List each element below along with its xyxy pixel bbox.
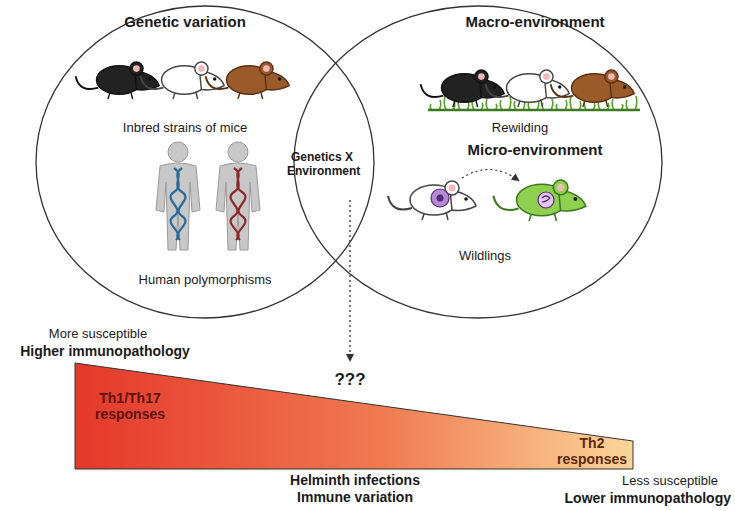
node-text: Inbred strains of mice xyxy=(123,121,247,136)
mouse xyxy=(493,180,585,221)
circle-heading: Genetic variation xyxy=(124,13,246,30)
annotation-label: Higher immunopathology xyxy=(20,343,190,359)
mouse xyxy=(421,70,505,107)
microbe-cell xyxy=(538,192,554,208)
human-figure xyxy=(156,142,260,250)
ground-line xyxy=(428,109,640,112)
annotation-label: Immune variation xyxy=(297,489,413,505)
annotation-label: Helminth infections xyxy=(290,472,420,488)
annotation-label: Less susceptible xyxy=(622,474,718,489)
dotted-arrow xyxy=(349,200,350,360)
question-marks: ??? xyxy=(331,370,368,390)
node-text: Wildlings xyxy=(459,249,511,264)
mouse xyxy=(76,62,160,99)
dna-strand xyxy=(171,168,182,240)
annotation-label: Genetics X Environment xyxy=(287,151,357,179)
annotation-label: Lower immunopathology xyxy=(565,490,731,506)
mouse xyxy=(206,62,290,99)
microbe-cell xyxy=(542,196,550,202)
node-text: Human polymorphisms xyxy=(139,273,272,288)
mouse xyxy=(486,70,570,107)
circle-heading: Macro-environment xyxy=(465,13,604,30)
node-text: Th2 responses xyxy=(552,435,632,467)
dna-strand xyxy=(231,168,242,240)
transfer-arrow xyxy=(462,169,518,180)
annotation-label: More susceptible xyxy=(49,327,147,342)
mouse xyxy=(388,181,476,220)
microbe-cell xyxy=(437,195,444,202)
mice-group xyxy=(76,62,635,221)
node-text: Micro-environment xyxy=(467,141,602,158)
node-text: Rewilding xyxy=(492,121,548,136)
mouse xyxy=(141,62,225,99)
mouse xyxy=(551,70,635,107)
microbe-cell xyxy=(431,189,449,207)
node-text: Th1/Th17 responses xyxy=(85,390,175,422)
